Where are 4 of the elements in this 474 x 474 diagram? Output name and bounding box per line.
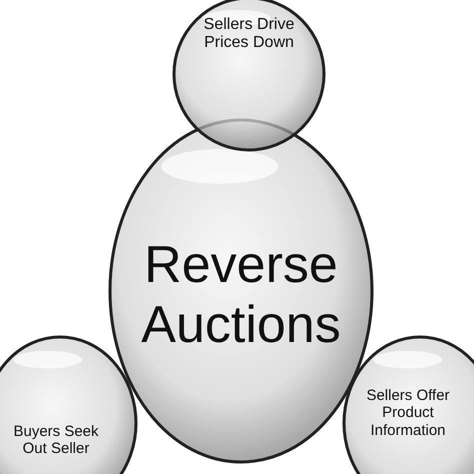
bubble-label: Sellers Drive Prices Down — [202, 16, 296, 53]
bubble-label: Buyers Seek Out Seller — [12, 423, 100, 458]
bubble-label: Reverse Auctions — [140, 236, 342, 356]
bubble-label: Sellers Offer Product Information — [365, 387, 451, 439]
